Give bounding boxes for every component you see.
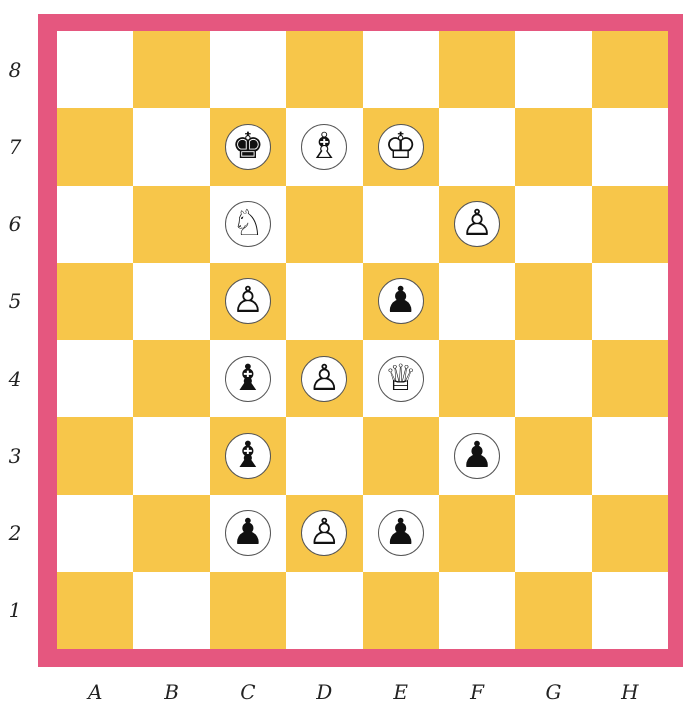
rank-label-4: 4 (0, 367, 30, 391)
square-c1[interactable] (210, 572, 286, 649)
square-e2[interactable]: ♟ (363, 495, 439, 572)
file-label-f: F (457, 680, 497, 704)
square-d8[interactable] (286, 31, 362, 108)
square-e4[interactable]: ♕ (363, 340, 439, 417)
square-e7[interactable]: ♔ (363, 108, 439, 185)
white-bishop-icon[interactable]: ♗ (301, 124, 347, 170)
white-pawn-icon[interactable]: ♙ (454, 201, 500, 247)
square-c4[interactable]: ♝ (210, 340, 286, 417)
black-bishop-icon[interactable]: ♝ (225, 356, 271, 402)
rank-label-6: 6 (0, 212, 30, 236)
chess-board[interactable]: ♚ ♗ ♔ ♘ ♙ ♙ ♟ ♝ ♙ ♕ ♝ ♟ ♟ ♙ ♟ (57, 31, 668, 649)
square-h3[interactable] (592, 417, 668, 494)
square-a7[interactable] (57, 108, 133, 185)
rank-label-8: 8 (0, 58, 30, 82)
white-pawn-icon[interactable]: ♙ (301, 510, 347, 556)
rank-label-7: 7 (0, 135, 30, 159)
square-c8[interactable] (210, 31, 286, 108)
square-h1[interactable] (592, 572, 668, 649)
square-f6[interactable]: ♙ (439, 186, 515, 263)
square-e5[interactable]: ♟ (363, 263, 439, 340)
black-pawn-icon[interactable]: ♟ (378, 278, 424, 324)
square-d5[interactable] (286, 263, 362, 340)
square-h8[interactable] (592, 31, 668, 108)
black-pawn-icon[interactable]: ♟ (378, 510, 424, 556)
square-g6[interactable] (515, 186, 591, 263)
square-a1[interactable] (57, 572, 133, 649)
square-h6[interactable] (592, 186, 668, 263)
square-a3[interactable] (57, 417, 133, 494)
rank-label-1: 1 (0, 598, 30, 622)
square-b5[interactable] (133, 263, 209, 340)
black-pawn-icon[interactable]: ♟ (225, 510, 271, 556)
square-g1[interactable] (515, 572, 591, 649)
square-e1[interactable] (363, 572, 439, 649)
square-h5[interactable] (592, 263, 668, 340)
square-b4[interactable] (133, 340, 209, 417)
file-label-c: C (228, 680, 268, 704)
square-g2[interactable] (515, 495, 591, 572)
square-c6[interactable]: ♘ (210, 186, 286, 263)
rank-label-5: 5 (0, 289, 30, 313)
square-c2[interactable]: ♟ (210, 495, 286, 572)
square-f3[interactable]: ♟ (439, 417, 515, 494)
square-c5[interactable]: ♙ (210, 263, 286, 340)
square-h7[interactable] (592, 108, 668, 185)
file-label-a: A (75, 680, 115, 704)
square-g8[interactable] (515, 31, 591, 108)
file-label-d: D (304, 680, 344, 704)
square-a2[interactable] (57, 495, 133, 572)
square-b3[interactable] (133, 417, 209, 494)
square-d1[interactable] (286, 572, 362, 649)
square-g7[interactable] (515, 108, 591, 185)
square-c3[interactable]: ♝ (210, 417, 286, 494)
rank-label-3: 3 (0, 444, 30, 468)
square-a4[interactable] (57, 340, 133, 417)
square-d2[interactable]: ♙ (286, 495, 362, 572)
square-a5[interactable] (57, 263, 133, 340)
square-g4[interactable] (515, 340, 591, 417)
black-pawn-icon[interactable]: ♟ (454, 433, 500, 479)
square-b1[interactable] (133, 572, 209, 649)
square-g3[interactable] (515, 417, 591, 494)
square-f8[interactable] (439, 31, 515, 108)
square-h4[interactable] (592, 340, 668, 417)
white-pawn-icon[interactable]: ♙ (225, 278, 271, 324)
rank-label-2: 2 (0, 521, 30, 545)
square-d7[interactable]: ♗ (286, 108, 362, 185)
square-d3[interactable] (286, 417, 362, 494)
square-h2[interactable] (592, 495, 668, 572)
square-d4[interactable]: ♙ (286, 340, 362, 417)
square-c7[interactable]: ♚ (210, 108, 286, 185)
square-a6[interactable] (57, 186, 133, 263)
square-b7[interactable] (133, 108, 209, 185)
square-f4[interactable] (439, 340, 515, 417)
white-king-icon[interactable]: ♔ (378, 124, 424, 170)
black-king-icon[interactable]: ♚ (225, 124, 271, 170)
square-d6[interactable] (286, 186, 362, 263)
square-f1[interactable] (439, 572, 515, 649)
file-label-b: B (152, 680, 192, 704)
square-f5[interactable] (439, 263, 515, 340)
square-a8[interactable] (57, 31, 133, 108)
white-queen-icon[interactable]: ♕ (378, 356, 424, 402)
square-b8[interactable] (133, 31, 209, 108)
square-e8[interactable] (363, 31, 439, 108)
black-bishop-icon[interactable]: ♝ (225, 433, 271, 479)
square-b2[interactable] (133, 495, 209, 572)
square-f2[interactable] (439, 495, 515, 572)
square-f7[interactable] (439, 108, 515, 185)
white-pawn-icon[interactable]: ♙ (301, 356, 347, 402)
square-g5[interactable] (515, 263, 591, 340)
square-b6[interactable] (133, 186, 209, 263)
file-label-g: G (533, 680, 573, 704)
file-label-e: E (381, 680, 421, 704)
square-e3[interactable] (363, 417, 439, 494)
white-knight-icon[interactable]: ♘ (225, 201, 271, 247)
file-label-h: H (610, 680, 650, 704)
square-e6[interactable] (363, 186, 439, 263)
